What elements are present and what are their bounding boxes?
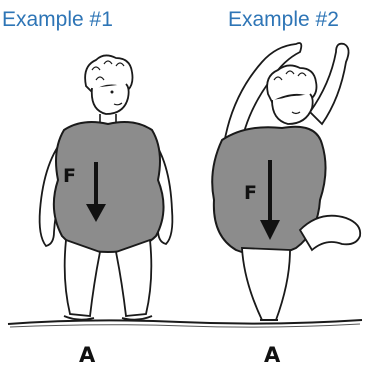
ground-line [7,319,363,325]
figure-2-standing-leg [241,247,291,321]
figure-1-body [52,121,165,254]
figure-1 [38,54,174,321]
figure-1-force-label: F [63,165,76,187]
figure-2 [211,42,362,321]
figure-1-right-leg [114,238,153,317]
figure-2-force-label: F [244,182,257,204]
figure-1-head [90,83,130,115]
figure-1-support-point-label: A [79,343,96,367]
figure-1-left-leg [63,238,102,317]
figure-2-right-arm [308,42,350,126]
figure-2-support-point-label: A [264,343,281,367]
ground-shadow [9,323,361,328]
figure-2-head [271,93,314,125]
figure-2-left-arm [222,42,303,152]
figure-2-force-arrowhead [260,220,280,240]
figure-1-force-arrowhead [86,204,106,222]
figure-2-raised-leg [298,214,362,252]
example-2-title: Example #2 [228,8,339,31]
example-1-title: Example #1 [2,8,113,31]
